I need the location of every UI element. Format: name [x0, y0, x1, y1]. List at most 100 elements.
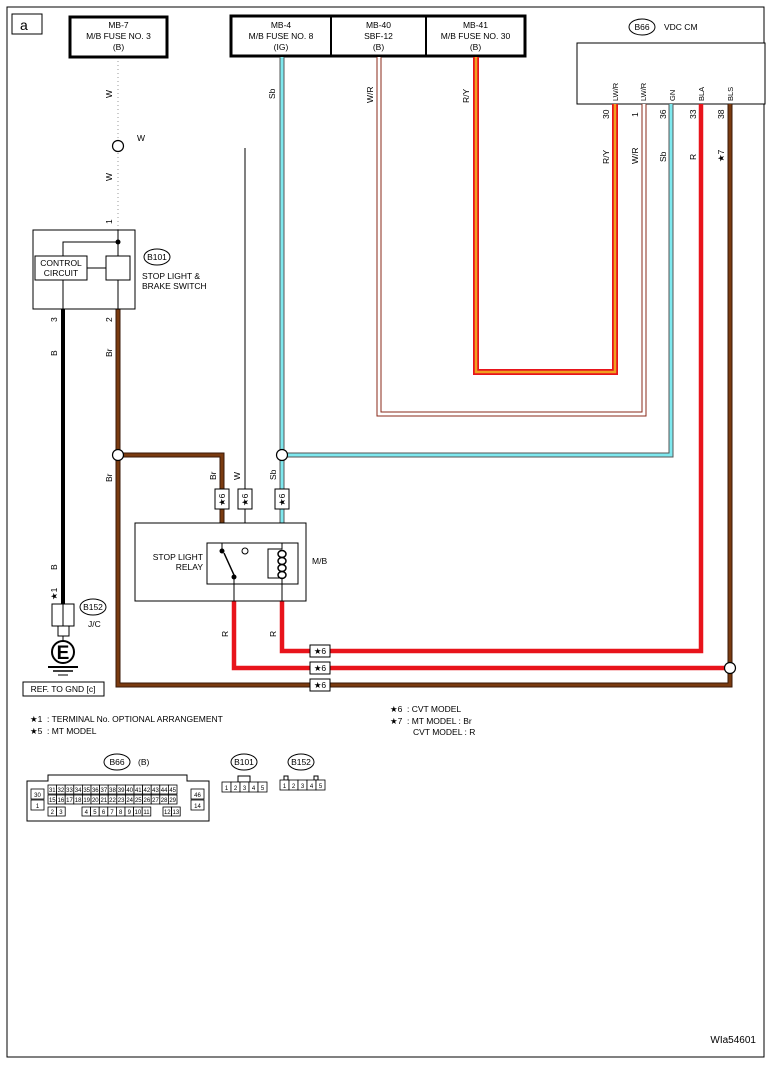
page-frame: [6, 6, 765, 1058]
pin-number: 24: [126, 798, 133, 804]
pin-number: 1: [283, 784, 287, 790]
note-key: ★7: [390, 716, 403, 726]
vdc-wire-code: BLA: [697, 87, 706, 101]
note-text: : TERMINAL No. OPTIONAL ARRANGEMENT: [47, 714, 223, 724]
pin-number: 2: [234, 786, 238, 792]
b66-badge: B66: [109, 757, 124, 767]
pin-number: 5: [319, 784, 323, 790]
pin-number: 5: [93, 810, 97, 816]
fuse-label: (IG): [274, 42, 289, 52]
wire-label: W/R: [365, 86, 375, 103]
note-text: : CVT MODEL: [407, 704, 461, 714]
vdc-terminal: 33: [688, 109, 698, 119]
pin-number: 2: [104, 317, 114, 322]
pin-number: 40: [126, 788, 133, 794]
control-circuit-label: CIRCUIT: [44, 268, 78, 278]
relay-location: M/B: [312, 556, 327, 566]
wire-r: [231, 104, 730, 671]
corner-tab: a: [11, 13, 43, 35]
pin-number: 17: [66, 798, 73, 804]
pin-number: 38: [109, 788, 116, 794]
pin-number: 9: [128, 810, 132, 816]
pin-number: 34: [75, 788, 82, 794]
joint-connector-b152: B152 J/C: [51, 598, 107, 641]
fuse-label: MB-41: [463, 20, 488, 30]
corner-letter: a: [20, 17, 28, 33]
wire-ry: [473, 57, 618, 375]
relay-name: STOP LIGHT: [153, 552, 203, 562]
legend-notes: ★1 : TERMINAL No. OPTIONAL ARRANGEMENT ★…: [30, 704, 475, 737]
note-text: : MT MODEL : Br: [407, 716, 472, 726]
wire-label: W: [137, 133, 145, 143]
gnd-reference-text: REF. TO GND [c]: [31, 684, 96, 694]
wire-label: W: [104, 173, 114, 181]
pin-number: 7: [110, 810, 114, 816]
pin-number: 23: [118, 798, 125, 804]
vdc-wire-code: GN: [668, 90, 677, 101]
pin-number: 19: [83, 798, 90, 804]
vdc-badge: B66: [634, 22, 649, 32]
pin-cell: [167, 794, 178, 805]
pin-number: 41: [135, 788, 142, 794]
fuse-label: M/B FUSE NO. 8: [249, 31, 314, 41]
pin-number: 10: [135, 810, 142, 816]
pin-number: 4: [252, 786, 256, 792]
splice-dot: [723, 661, 737, 675]
wire-label: W: [104, 90, 114, 98]
wire-label: R: [688, 154, 698, 160]
pin-cell: [167, 784, 178, 795]
option-tag: ★6: [314, 680, 327, 690]
pin-number: 5: [261, 786, 265, 792]
wire-label: Sb: [268, 469, 278, 480]
ground-symbol: E: [48, 640, 78, 676]
pin-number: 3: [49, 317, 59, 322]
vdc-pin-labels: LW/R LW/R GN BLA BLS 30 1 36 33 38 R/Y W…: [601, 82, 735, 164]
fuse-label: M/B FUSE NO. 30: [441, 31, 511, 41]
b66-type: (B): [138, 757, 150, 767]
pin-number: 39: [118, 788, 125, 794]
fuse-box-mb7: MB-7 M/B FUSE NO. 3 (B): [68, 15, 169, 59]
wire-labels: W W W Sb W/R R/Y 1 3 2 B Br Br B Br W Sb…: [49, 86, 471, 637]
pin-number: 11: [143, 810, 150, 816]
pin-number: 25: [135, 798, 142, 804]
pin-cell: [56, 806, 66, 817]
vdc-wire-code: BLS: [726, 87, 735, 101]
pin-cell: [171, 806, 181, 817]
option-tag: ★6: [314, 663, 327, 673]
wire-label: Br: [208, 471, 218, 480]
pin-number: 1: [225, 786, 229, 792]
pin-cell: [30, 799, 45, 811]
pin-number: 30: [34, 793, 41, 799]
wire-label: ★7: [716, 149, 726, 162]
wire-label: W: [232, 472, 242, 480]
splice-dot: [111, 448, 125, 462]
wire-label: R: [268, 631, 278, 637]
pin-number: 27: [152, 798, 159, 804]
fuse-label: M/B FUSE NO. 3: [86, 31, 151, 41]
connector-terminal: [111, 139, 125, 153]
pin-number: 3: [243, 786, 247, 792]
pin-cell: [257, 781, 268, 793]
note-text: : MT MODEL: [47, 726, 97, 736]
pin-number: 1: [104, 219, 114, 224]
b152-face-badge: B152: [291, 757, 311, 767]
wire-label: R: [220, 631, 230, 637]
fuse-label: (B): [470, 42, 482, 52]
fuse-label: SBF-12: [364, 31, 393, 41]
option-tag: ★6: [217, 493, 227, 506]
pin-number: 29: [169, 798, 176, 804]
wire-label: Br: [104, 348, 114, 357]
pin-number: 37: [101, 788, 108, 794]
pin-cell: [190, 788, 205, 800]
note-key: ★1: [30, 714, 43, 724]
note-text: CVT MODEL : R: [413, 727, 475, 737]
vdc-terminal: 36: [658, 109, 668, 119]
fuse-label: MB-40: [366, 20, 391, 30]
pin-number: 46: [194, 793, 201, 799]
pin-number: 33: [66, 788, 73, 794]
